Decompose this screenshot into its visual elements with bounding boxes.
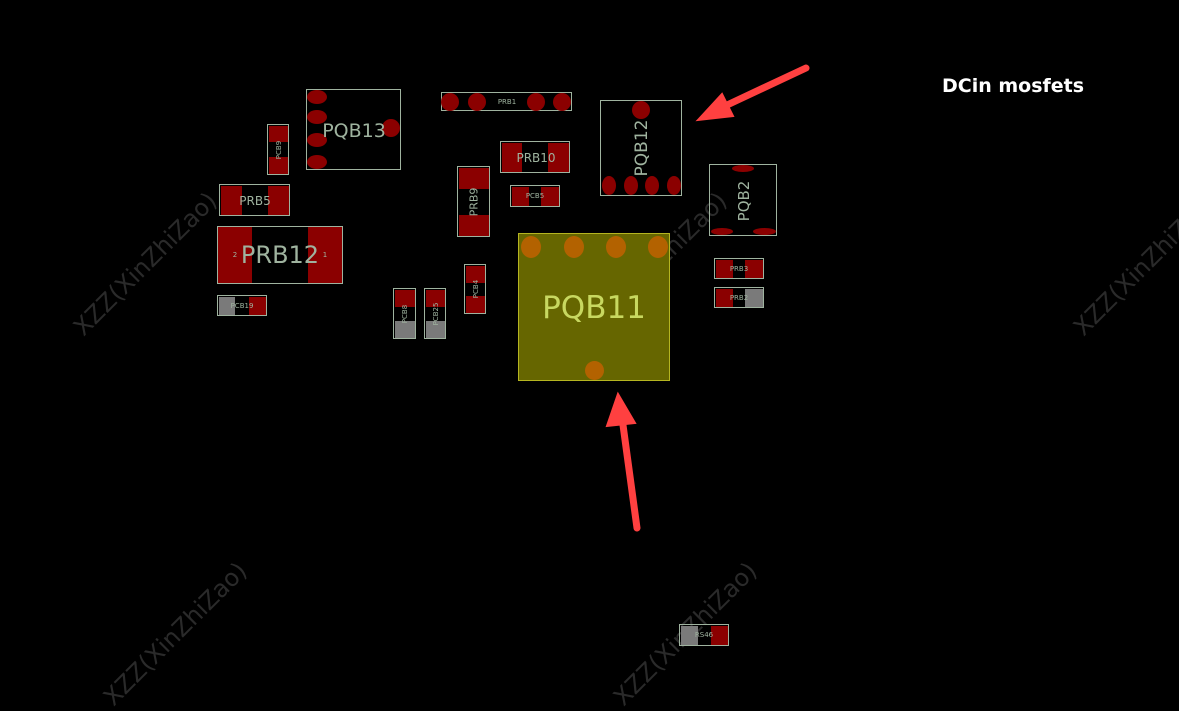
component-prb9[interactable]: PRB9: [457, 166, 490, 237]
component-prb2[interactable]: PRB2: [714, 287, 764, 308]
component-label: PRB2: [729, 294, 749, 302]
pin-label: 2: [232, 251, 238, 259]
component-prb3[interactable]: PRB3: [714, 258, 764, 279]
component-label: PRB10: [516, 151, 556, 165]
component-label: PCB5: [525, 192, 545, 200]
component-pqb13[interactable]: PQB13: [306, 89, 401, 170]
component-rs46[interactable]: RS46: [679, 624, 729, 646]
component-pcb5[interactable]: PCB5: [510, 185, 560, 207]
component-pcb25[interactable]: PCB25: [424, 288, 446, 339]
component-prb10[interactable]: PRB10: [500, 141, 570, 173]
component-pcb4[interactable]: PCB4: [464, 264, 486, 314]
component-pqb2[interactable]: PQB2: [709, 164, 777, 236]
component-prb1[interactable]: PRB1: [441, 92, 572, 111]
annotation-arrows: [605, 64, 810, 532]
pin-label: 1: [322, 251, 328, 259]
component-pcb8[interactable]: PCB8: [393, 288, 416, 339]
component-prb12[interactable]: 2 1 PRB12: [217, 226, 343, 284]
component-label: PRB1: [497, 98, 517, 106]
component-pcb19[interactable]: PCB19: [217, 295, 267, 316]
component-label: PCB19: [230, 302, 254, 310]
component-label: PRB3: [729, 265, 749, 273]
arrow-to-pqb12: [695, 64, 810, 122]
component-label: PQB13: [322, 120, 386, 142]
component-pqb11[interactable]: PQB11: [518, 233, 670, 381]
arrow-to-pqb11: [605, 391, 641, 532]
component-pcb9[interactable]: PCB9: [267, 124, 289, 175]
annotation-label: DCin mosfets: [942, 75, 1085, 97]
component-prb5[interactable]: PRB5: [219, 184, 290, 216]
component-label: PRB5: [239, 194, 271, 208]
component-label: PRB12: [240, 241, 320, 269]
component-pqb12[interactable]: PQB12: [600, 100, 682, 196]
component-label: PQB11: [542, 290, 646, 326]
component-label: RS46: [694, 631, 714, 639]
